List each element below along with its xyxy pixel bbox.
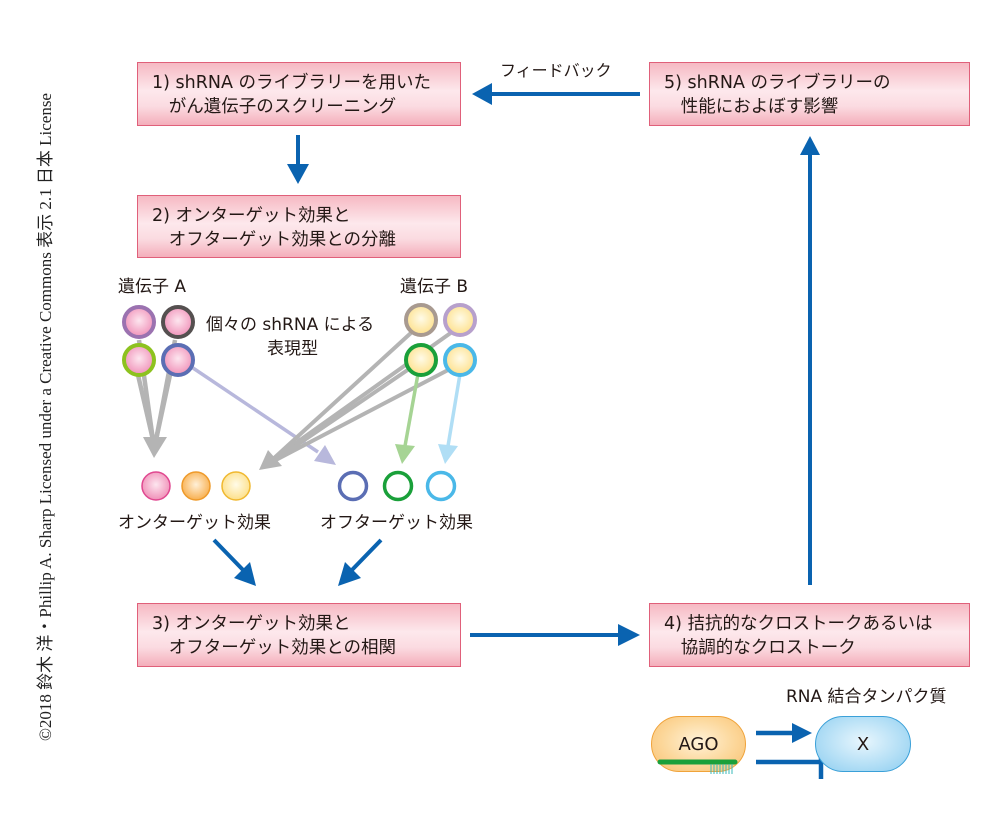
off-target-lightblue-circle [425,470,457,502]
shrna-a4-circle [161,343,195,377]
shrna-b1-circle [404,303,438,337]
phenotype-label-line2: 表現型 [267,339,318,359]
feedback-label: フィードバック [500,61,612,80]
off-target-green-circle [382,470,414,502]
off-target-label: オフターゲット効果 [320,513,473,533]
rna-binding-protein-label: RNA 結合タンパク質 [786,687,947,707]
ago-bound-rna-icon [657,759,738,774]
gene-a-arrowhead [143,437,167,458]
arrow-step4-to-step5 [800,136,820,585]
on-target-label: オンターゲット効果 [118,513,271,533]
ago-activates-x-arrow [756,723,812,743]
ago-label: AGO [678,733,719,755]
step2-box: 2) オンターゲット効果と オフターゲット効果との分離 [137,195,461,258]
arrow-feedback-step5-to-step1 [472,83,640,105]
arrow-on-target-to-step3 [212,538,256,586]
step4-box: 4) 拮抗的なクロストークあるいは 協調的なクロストーク [649,603,970,667]
shrna-b2-circle [443,303,477,337]
step3-box: 3) オンターゲット効果と オフターゲット効果との相関 [137,603,461,667]
off-target-blue-circle [337,470,369,502]
gene-b-arrowhead [259,450,282,470]
shrna-a3-circle [122,343,156,377]
on-target-pink-circle [141,471,171,501]
x-protein: X [815,716,911,772]
gene-b-label: 遺伝子 B [400,277,469,297]
ago-inhibits-x-bar [756,746,824,779]
lavender-off-target-arrow [189,364,336,465]
arrow-off-target-to-step3 [338,538,383,586]
arrow-step3-to-step4 [470,624,640,646]
on-target-yellow-circle [221,471,251,501]
arrow-step1-to-step2 [287,135,309,184]
gene-a-label: 遺伝子 A [118,277,187,297]
shrna-a2-circle [161,305,195,339]
on-target-orange-circle [181,471,211,501]
x-label: X [856,733,870,755]
lightblue-off-target-arrow [438,373,462,464]
shrna-b4-circle [443,343,477,377]
shrna-b3-circle [404,343,438,377]
green-off-target-arrow [395,373,420,464]
shrna-a1-circle [122,305,156,339]
step1-box: 1) shRNA のライブラリーを用いた がん遺伝子のスクリーニング [137,62,461,126]
phenotype-label-line1: 個々の shRNA による [206,315,375,335]
step5-box: 5) shRNA のライブラリーの 性能におよぼす影響 [649,62,970,126]
